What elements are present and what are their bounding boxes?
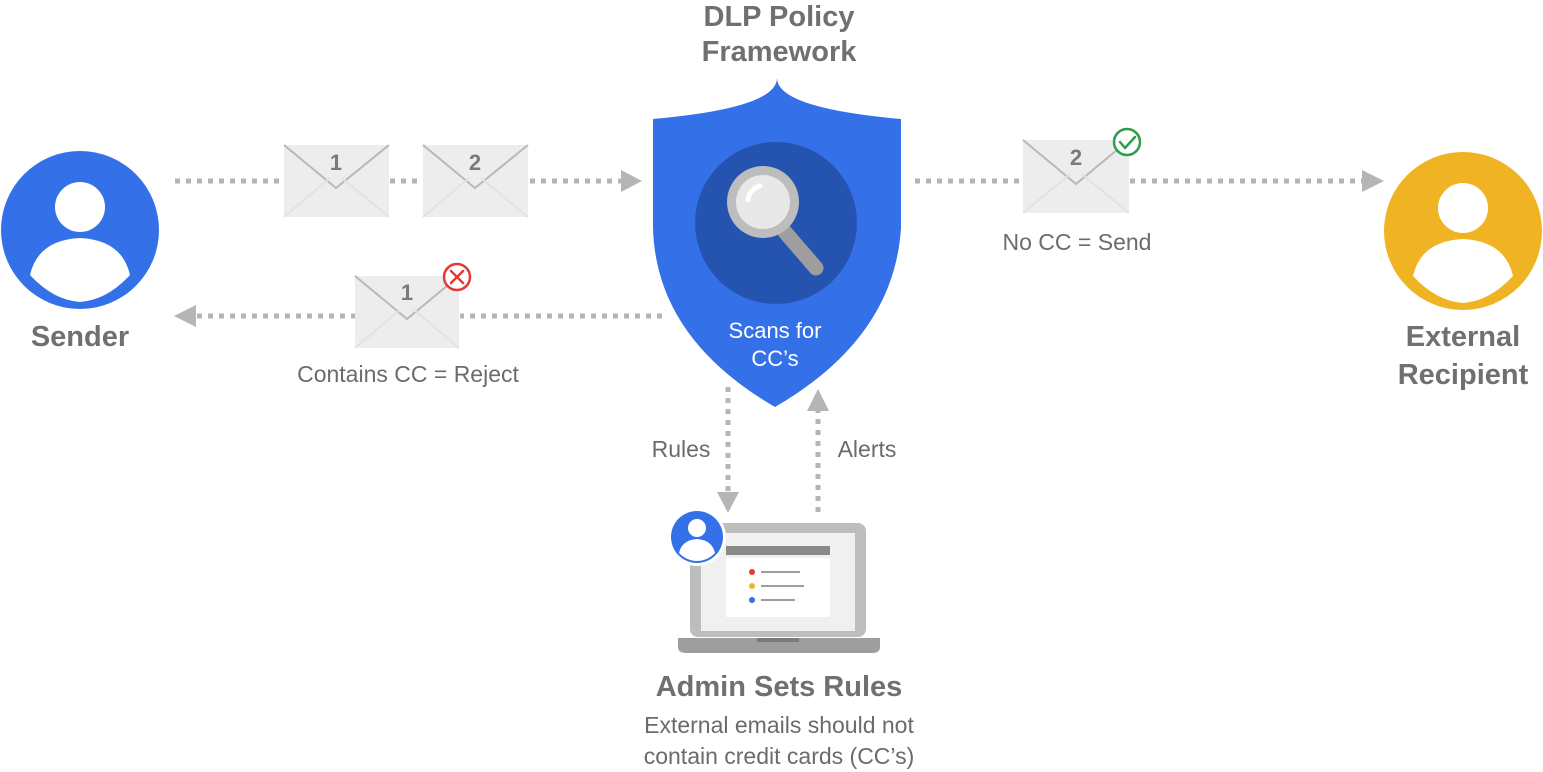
laptop-icon	[678, 523, 880, 653]
scan-label-line2: CC’s	[751, 346, 798, 371]
admin-desc-line2: contain credit cards (CC’s)	[644, 743, 915, 769]
rules-label: Rules	[652, 436, 711, 462]
framework-title-line1: DLP Policy	[704, 1, 855, 33]
admin-title: Admin Sets Rules	[656, 671, 903, 703]
reject-flow-arrow	[174, 305, 662, 327]
sent-email: 2	[1022, 127, 1142, 214]
outgoing-flow-arrow	[175, 170, 642, 192]
person-icon	[1413, 183, 1513, 303]
framework-title-line2: Framework	[702, 36, 858, 68]
person-icon	[30, 182, 130, 302]
recipient-avatar	[1384, 152, 1542, 310]
email-number: 1	[401, 280, 413, 305]
person-icon	[679, 519, 715, 561]
outgoing-email-2: 2	[422, 144, 529, 218]
dlp-shield: Scans for CC’s	[653, 78, 901, 407]
scan-label-line1: Scans for	[729, 318, 822, 343]
sender-label: Sender	[31, 321, 129, 353]
magnifier-icon	[727, 166, 824, 276]
rule-list	[749, 569, 804, 603]
check-circle-icon	[1112, 127, 1142, 157]
alerts-arrow	[807, 389, 829, 512]
recipient-label-line1: External	[1406, 321, 1520, 353]
send-flow-arrow	[915, 170, 1384, 192]
admin-desc-line1: External emails should not	[644, 712, 914, 738]
email-number: 1	[330, 150, 342, 175]
recipient-label-line2: Recipient	[1398, 359, 1529, 391]
reject-caption: Contains CC = Reject	[297, 361, 519, 387]
send-caption: No CC = Send	[1003, 229, 1152, 255]
rejected-email: 1	[354, 262, 472, 349]
email-number: 2	[1070, 145, 1082, 170]
outgoing-email-1: 1	[283, 144, 390, 218]
rules-arrow	[717, 387, 739, 513]
admin-avatar	[668, 508, 726, 566]
alerts-label: Alerts	[838, 436, 897, 462]
x-circle-icon	[442, 262, 472, 292]
email-number: 2	[469, 150, 481, 175]
sender-avatar	[1, 151, 159, 309]
